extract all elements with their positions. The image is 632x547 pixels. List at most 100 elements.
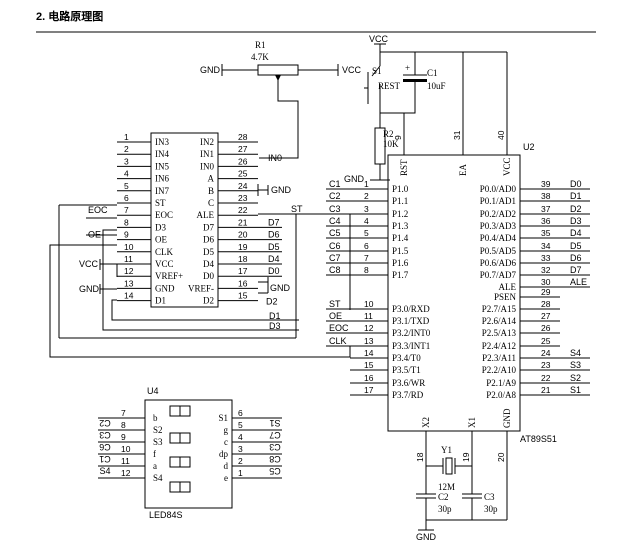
u4-pin-number: 5 <box>238 420 243 430</box>
u2-pin-name: RST <box>399 159 409 176</box>
u2-pin-number: 18 <box>415 452 425 462</box>
adc-pin-name: IN0 <box>200 161 214 171</box>
u2-pin-name: P2.0/A8 <box>486 390 516 400</box>
u4-net-label: S1 <box>269 418 280 428</box>
r1-ref: R1 <box>255 40 266 50</box>
adc-pin-name: C <box>208 198 214 208</box>
u2-pin-name: X1 <box>467 417 477 428</box>
adc-pin-name: B <box>208 186 214 196</box>
u2-pin-name: P1.4 <box>392 233 409 243</box>
u2-pin-name: P3.0/RXD <box>392 304 430 314</box>
u2-net-label: D2 <box>570 204 582 214</box>
c1-value: 10uF <box>427 81 446 91</box>
adc-in0-net: IN0 <box>268 153 282 163</box>
adc-pin-number: 13 <box>124 278 134 288</box>
reset-circuit: VCC S1 REST + C1 10uF R2 10K GND <box>344 34 508 184</box>
adc-pin-number: 16 <box>238 278 248 288</box>
adc-pin-number: 7 <box>124 205 129 215</box>
u2-pin-number: 3 <box>364 204 369 214</box>
adc-pin-number: 22 <box>238 205 248 215</box>
u2-net-label: C8 <box>329 265 341 275</box>
u2-pin-number: 14 <box>364 348 374 358</box>
u2-pin-name: P2.6/A14 <box>482 316 517 326</box>
u2-pin-name: EA <box>458 164 468 176</box>
adc-pin-name: VREF- <box>188 283 214 293</box>
c2-ref: C2 <box>438 492 449 502</box>
u2-pin-name: P0.1/AD1 <box>480 196 516 206</box>
bus-d1-label: D1 <box>269 311 281 321</box>
u2-pin-name: P1.2 <box>392 209 408 219</box>
u2-pin-number: 21 <box>541 385 551 395</box>
u2-pin-number: 11 <box>364 311 373 321</box>
u4-net-label: C8 <box>269 454 281 464</box>
adc-pin-number: 11 <box>124 254 133 264</box>
u2-net-label: D1 <box>570 191 582 201</box>
r1-body <box>257 64 299 76</box>
y1-value: 12M <box>438 482 455 492</box>
u2-pin-name: GND <box>502 408 512 428</box>
u4-net-label: C3 <box>269 442 281 452</box>
adc-gnd-label: GND <box>79 284 100 294</box>
u2-pin-number: 38 <box>541 191 551 201</box>
adc-pin-name: VCC <box>155 259 174 269</box>
u2-net-label: D6 <box>570 253 582 263</box>
u2-net-label: C4 <box>329 216 341 226</box>
adc-pin-number: 6 <box>124 193 129 203</box>
u2-net-label: ST <box>329 299 341 309</box>
top-vcc-label: VCC <box>369 34 389 44</box>
u4-net-label: C7 <box>269 430 281 440</box>
u4-pin-number: 9 <box>121 432 126 442</box>
u2-pin-number: 27 <box>541 311 551 321</box>
u2-pin-number: 36 <box>541 216 551 226</box>
u2-net-label: C1 <box>329 179 341 189</box>
u2-pin-number: 5 <box>364 228 369 238</box>
u2-pin-number: 9 <box>393 135 403 140</box>
u2-net-label: D7 <box>570 265 582 275</box>
u2-pin-number: 16 <box>364 373 374 383</box>
adc-vcc-label: VCC <box>79 259 99 269</box>
u2-pin-number: 8 <box>364 265 369 275</box>
adc-pin-number: 20 <box>238 230 248 240</box>
u4-pin-number: 11 <box>121 456 130 466</box>
s1-ref: S1 <box>372 66 382 76</box>
u2-pin-number: 25 <box>541 336 551 346</box>
adc-pin-number: 24 <box>238 181 248 191</box>
u2-net-label: D0 <box>570 179 582 189</box>
adc-pin-name: D4 <box>203 259 214 269</box>
adc-pin-number: 25 <box>238 169 248 179</box>
adc-pin-number: 1 <box>124 132 129 142</box>
u2-pin-name: P0.6/AD6 <box>480 258 517 268</box>
u2-pin-number: 29 <box>541 287 551 297</box>
u4-pin-number: 4 <box>238 432 243 442</box>
adc-pin-number: 12 <box>124 266 134 276</box>
u2-pin-name: P1.5 <box>392 246 409 256</box>
adc-net-label: D4 <box>268 254 280 264</box>
u2-pin-number: 2 <box>364 191 369 201</box>
u2-pin-name: P2.7/A15 <box>482 304 517 314</box>
u2-pin-number: 19 <box>461 452 471 462</box>
u2-pin-name: VCC <box>502 157 512 176</box>
u4-pin-name: d <box>224 461 229 471</box>
u2-pin-name: P2.3/A11 <box>482 353 516 363</box>
u2-pin-name: P2.1/A9 <box>486 378 516 388</box>
u4-pin-name: e <box>224 473 228 483</box>
u2-pin-name: P3.2/INT0 <box>392 328 431 338</box>
u2-pin-number: 6 <box>364 241 369 251</box>
adc-pin-name: CLK <box>155 247 174 257</box>
u2-pin-number: 31 <box>452 130 462 140</box>
adc-pin-name: IN7 <box>155 186 169 196</box>
u2-pin-number: 12 <box>364 323 374 333</box>
u2-pin-name: P2.5/A13 <box>482 328 517 338</box>
u2-net-label: EOC <box>329 323 349 333</box>
u2-pin-number: 37 <box>541 204 551 214</box>
adc-pin-number: 5 <box>124 181 129 191</box>
r1-wiper-arrow <box>275 75 281 81</box>
adc-pin-name: D2 <box>203 296 214 306</box>
adc-pin-name: D6 <box>203 235 214 245</box>
